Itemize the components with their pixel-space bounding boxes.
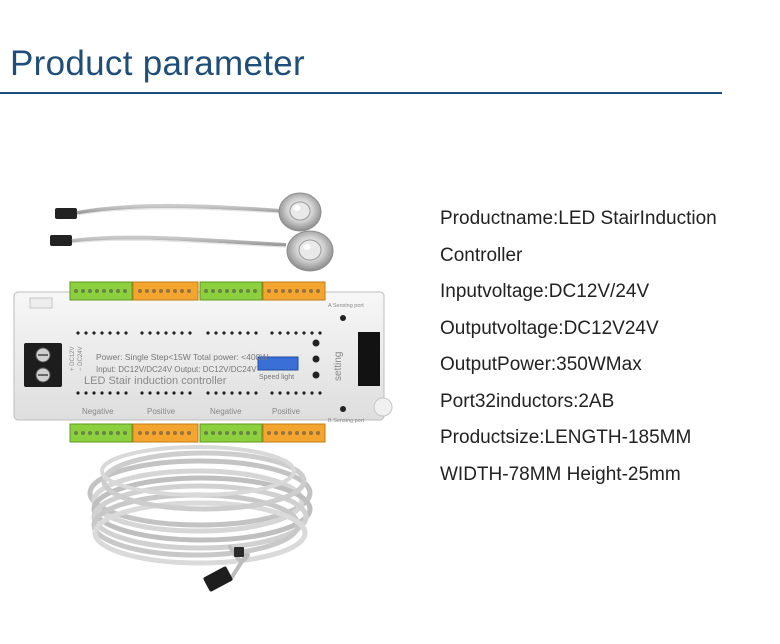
- page-title: Product parameter: [10, 44, 305, 83]
- pcb-input-label: Input: DC12V/DC24V Output: DC12V/DC24V: [96, 365, 257, 374]
- pcb-speed-label: Speed light: [259, 374, 294, 381]
- pcb-negative-label: Negative: [82, 407, 114, 416]
- pcb-negative-label-2: Negative: [210, 407, 242, 416]
- pcb-setting-label: setting: [333, 352, 344, 381]
- pir-sensor-bottom: [50, 230, 334, 272]
- title-divider: [0, 92, 722, 94]
- pcb-power-label: Power: Single Step<15W Total power: <400…: [96, 352, 268, 362]
- spec-product-size: Productsize:LENGTH-185MM: [440, 427, 692, 448]
- pcb-a-port-label: A Sensing port: [328, 303, 364, 309]
- pcb-name-label: LED Stair induction controller: [84, 375, 227, 387]
- pcb-positive-label-2: Positive: [272, 407, 301, 416]
- spec-output-power: OutputPower:350WMax: [440, 354, 642, 375]
- pcb-dc-plus-label: + DC12V: [70, 346, 76, 371]
- pcb-dc-minus-label: − DC24V: [78, 346, 84, 371]
- spec-output-voltage: Outputvoltage:DC12V24V: [440, 317, 659, 339]
- pcb-positive-label: Positive: [147, 407, 176, 416]
- pir-sensor-top: [55, 192, 322, 232]
- spec-product-name-cont: Controller: [440, 244, 523, 266]
- spec-list: Productname:LED StairInduction Controlle…: [440, 201, 770, 493]
- coiled-cable: [87, 445, 313, 592]
- pcb-b-port-label: B Sensing port: [328, 418, 365, 424]
- controller-board: Power: Single Step<15W Total power: <400…: [13, 281, 393, 443]
- stair-induction-controller-photo: Power: Single Step<15W Total power: <400…: [13, 192, 393, 592]
- spec-input-voltage: Inputvoltage:DC12V/24V: [440, 281, 650, 302]
- spec-port-inductors: Port32inductors:2AB: [440, 390, 615, 412]
- spec-product-name: Productname:LED StairInduction: [440, 208, 717, 229]
- spec-width-height: WIDTH-78MM Height-25mm: [440, 463, 681, 485]
